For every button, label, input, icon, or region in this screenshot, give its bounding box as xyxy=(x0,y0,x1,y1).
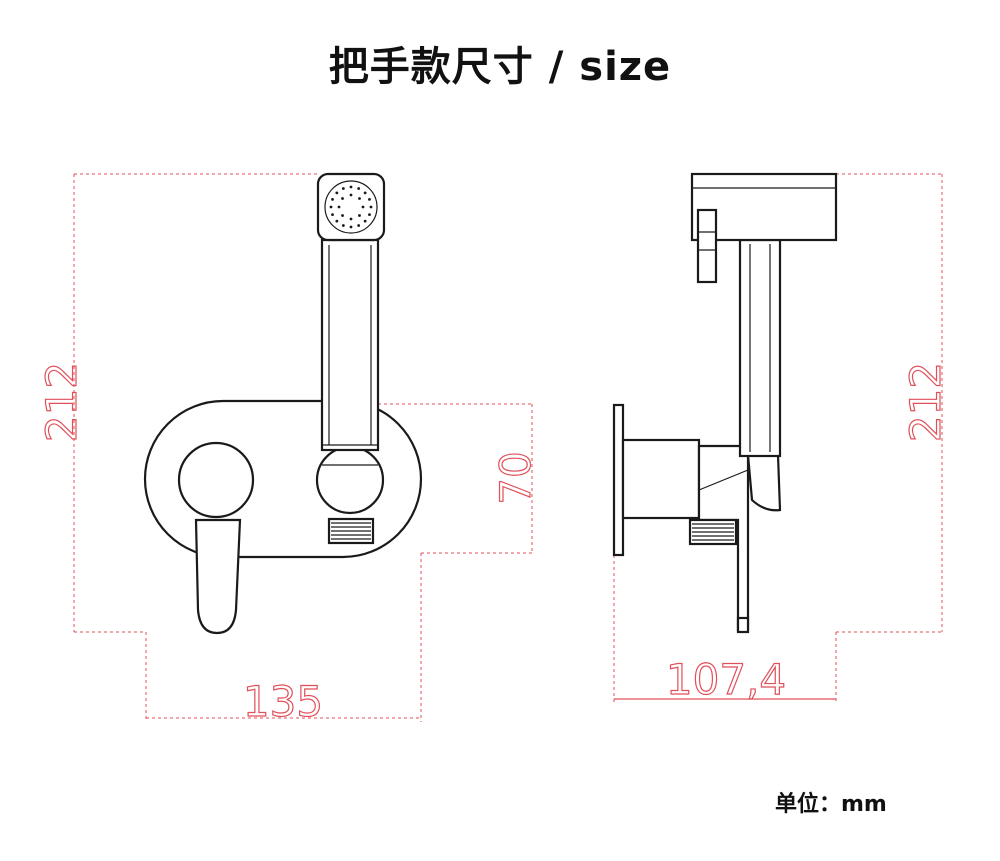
page-title: 把手款尺寸 / size xyxy=(328,44,672,90)
nozzle-dot xyxy=(335,219,339,223)
nozzle-dot xyxy=(363,191,367,195)
nozzle-dot xyxy=(358,197,361,200)
nozzle-dot xyxy=(357,187,361,190)
front-dimension-lines xyxy=(73,173,533,722)
side-dimension-lines xyxy=(613,173,943,702)
front-view xyxy=(143,172,423,635)
side-connector-thread xyxy=(692,523,734,541)
side-trigger xyxy=(696,208,718,284)
nozzle-dot xyxy=(341,197,344,200)
nozzle-dot xyxy=(363,219,367,223)
nozzle-dot xyxy=(368,213,371,217)
sprayer-head xyxy=(316,172,386,242)
side-view xyxy=(612,172,838,634)
side-valve-body xyxy=(621,438,701,520)
nozzle-dot xyxy=(358,214,361,217)
side-sprayer-head xyxy=(690,172,838,242)
nozzle-dot xyxy=(331,197,334,201)
side-sprayer-body xyxy=(738,238,782,458)
handle-lever xyxy=(194,518,242,635)
nozzle-dot xyxy=(349,225,353,229)
front-width-label: 135 xyxy=(243,677,323,726)
side-height-label: 212 xyxy=(901,362,950,442)
spray-face xyxy=(324,180,378,234)
nozzle-dot xyxy=(349,217,353,221)
nozzle-dot xyxy=(357,224,361,227)
sprayer-body xyxy=(320,238,380,452)
side-wall-plate xyxy=(612,403,625,557)
nozzle-dot xyxy=(335,191,339,195)
front-plate-height-label: 70 xyxy=(491,451,540,504)
side-handle-tip xyxy=(736,616,750,634)
side-depth-label: 107,4 xyxy=(666,655,786,704)
nozzle-dot xyxy=(331,213,334,217)
front-height-label: 212 xyxy=(37,362,86,442)
spray-nozzles xyxy=(329,185,373,229)
nozzle-dot xyxy=(341,214,344,217)
nozzle-dot xyxy=(329,205,333,209)
unit-label: 单位：mm xyxy=(775,792,887,817)
nozzle-dot xyxy=(369,205,373,209)
connector-thread xyxy=(331,522,371,540)
nozzle-dot xyxy=(349,193,353,197)
holder-ball xyxy=(315,445,385,515)
nozzle-dot xyxy=(337,205,341,209)
nozzle-dot xyxy=(341,187,345,190)
side-holder xyxy=(746,453,782,512)
nozzle-dot xyxy=(361,205,365,209)
nozzle-dot xyxy=(341,224,345,227)
nozzle-dot xyxy=(368,197,371,201)
handle-hub xyxy=(177,441,255,519)
nozzle-dot xyxy=(349,185,353,189)
